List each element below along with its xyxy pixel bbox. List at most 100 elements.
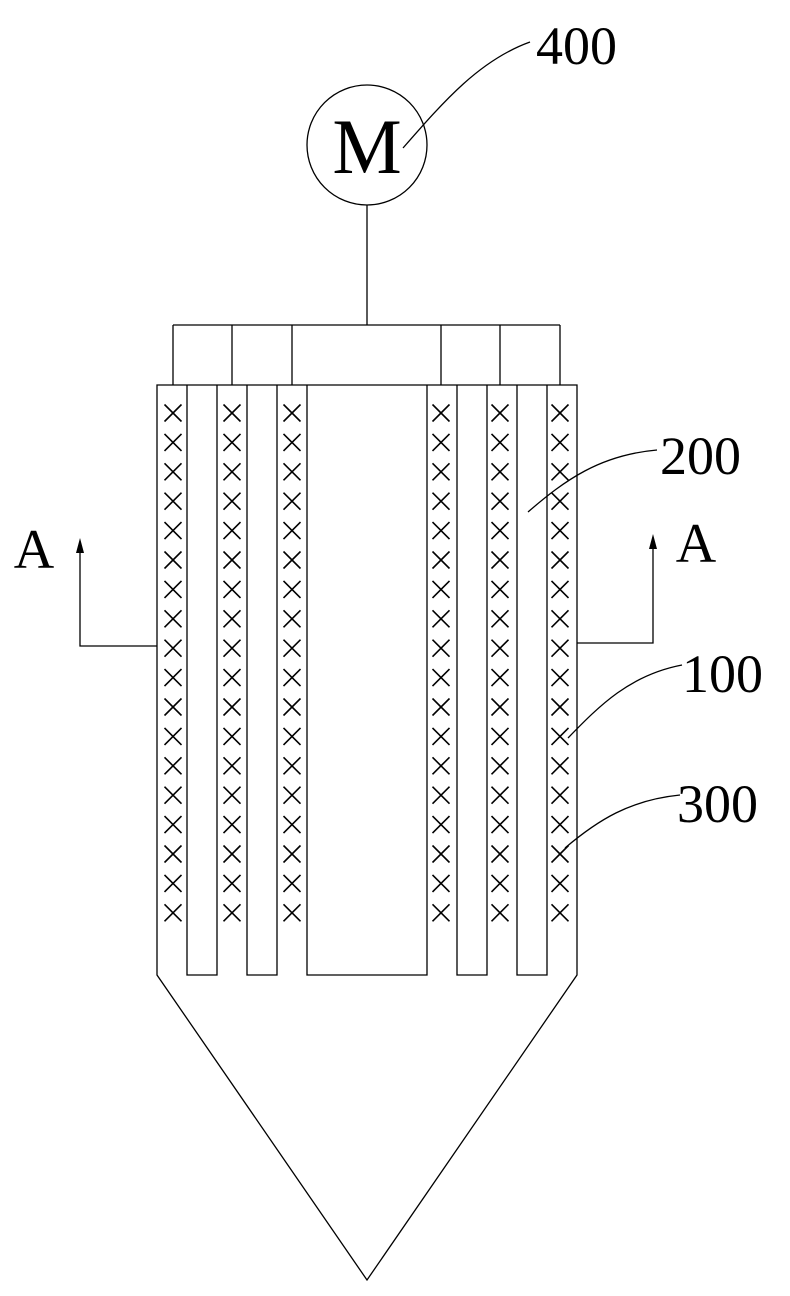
coil-x-mark <box>163 403 183 423</box>
ref-label-200: 200 <box>660 426 741 486</box>
coil-x-mark <box>282 697 302 717</box>
coil-x-mark <box>490 521 510 540</box>
coil-x-mark <box>431 815 451 834</box>
coil-x-mark <box>490 727 510 746</box>
coil-x-mark <box>163 903 183 922</box>
ref-300: 300 <box>564 774 758 849</box>
coil-column <box>431 403 451 922</box>
coil-x-mark <box>222 756 242 775</box>
coil-x-mark <box>431 874 451 893</box>
coil-x-mark <box>163 697 183 717</box>
coil-x-mark <box>550 550 570 570</box>
coil-x-mark <box>222 433 242 452</box>
coil-x-mark <box>431 403 451 423</box>
coil-x-mark <box>163 521 183 540</box>
coil-x-mark <box>550 639 570 658</box>
coil-x-mark <box>550 609 570 628</box>
coil-x-mark <box>550 903 570 922</box>
coil-x-mark <box>431 903 451 922</box>
coil-x-mark <box>490 903 510 922</box>
coil-x-mark <box>550 403 570 423</box>
coil-x-mark <box>490 550 510 570</box>
coil-x-mark <box>490 756 510 775</box>
ref-200: 200 <box>527 426 741 513</box>
ref-label-300: 300 <box>677 774 758 834</box>
coil-x-mark <box>550 668 570 687</box>
coil-x-mark <box>163 786 183 805</box>
coil-x-mark <box>490 639 510 658</box>
coil-x-mark <box>490 403 510 423</box>
coil-x-mark <box>163 433 183 452</box>
coil-x-mark <box>490 433 510 452</box>
coil-x-mark <box>163 639 183 658</box>
coil-x-mark <box>222 492 242 511</box>
coil-x-mark <box>282 580 302 599</box>
ref-100: 100 <box>567 644 763 739</box>
coil-x-mark <box>490 844 510 864</box>
coil-x-mark <box>431 433 451 452</box>
coil-x-mark <box>222 639 242 658</box>
coil-x-mark <box>222 727 242 746</box>
coil-x-mark <box>282 492 302 511</box>
wiring <box>172 205 561 385</box>
motor: M <box>306 84 428 206</box>
coil-column <box>550 403 570 922</box>
coil-x-mark <box>431 462 451 481</box>
coil-x-mark <box>222 580 242 599</box>
coil-x-mark <box>431 756 451 775</box>
coil-x-mark <box>550 433 570 452</box>
coil-x-mark <box>222 462 242 481</box>
coil-x-mark <box>282 727 302 746</box>
coil-x-mark <box>490 668 510 687</box>
coil-x-mark <box>282 609 302 628</box>
coil-x-mark <box>490 580 510 599</box>
coil-x-mark <box>163 492 183 511</box>
motor-symbol: M <box>332 103 401 190</box>
ref-label-400: 400 <box>536 16 617 76</box>
coil-x-mark <box>490 786 510 805</box>
coil-x-mark <box>550 521 570 540</box>
section-label-left: A <box>14 519 55 581</box>
coil-x-mark <box>282 903 302 922</box>
coil-x-mark <box>222 668 242 687</box>
coil-x-mark <box>282 462 302 481</box>
coil-x-mark <box>490 815 510 834</box>
coil-x-mark <box>282 844 302 864</box>
coil-columns <box>163 403 570 922</box>
coil-x-mark <box>222 550 242 570</box>
coil-x-mark <box>490 492 510 511</box>
coil-x-mark <box>490 697 510 717</box>
coil-x-mark <box>163 668 183 687</box>
coil-x-mark <box>490 609 510 628</box>
coil-x-mark <box>431 727 451 746</box>
coil-x-mark <box>431 844 451 864</box>
coil-x-mark <box>282 815 302 834</box>
coil-x-mark <box>163 727 183 746</box>
coil-x-mark <box>163 550 183 570</box>
coil-x-mark <box>222 521 242 540</box>
coil-x-mark <box>222 786 242 805</box>
coil-x-mark <box>431 786 451 805</box>
coil-column <box>490 403 510 922</box>
coil-x-mark <box>282 521 302 540</box>
housing <box>156 384 578 1282</box>
coil-x-mark <box>163 756 183 775</box>
coil-x-mark <box>163 815 183 834</box>
coil-column <box>222 403 242 922</box>
coil-x-mark <box>550 756 570 775</box>
coil-x-mark <box>550 844 570 864</box>
coil-x-mark <box>222 903 242 922</box>
coil-x-mark <box>550 580 570 599</box>
coil-x-mark <box>282 668 302 687</box>
coil-x-mark <box>490 874 510 893</box>
coil-x-mark <box>282 756 302 775</box>
coil-x-mark <box>163 844 183 864</box>
ref-label-100: 100 <box>682 644 763 704</box>
coil-x-mark <box>431 492 451 511</box>
coil-x-mark <box>550 492 570 511</box>
coil-x-mark <box>431 550 451 570</box>
coil-x-mark <box>282 433 302 452</box>
coil-x-mark <box>222 874 242 893</box>
coil-column <box>282 403 302 922</box>
